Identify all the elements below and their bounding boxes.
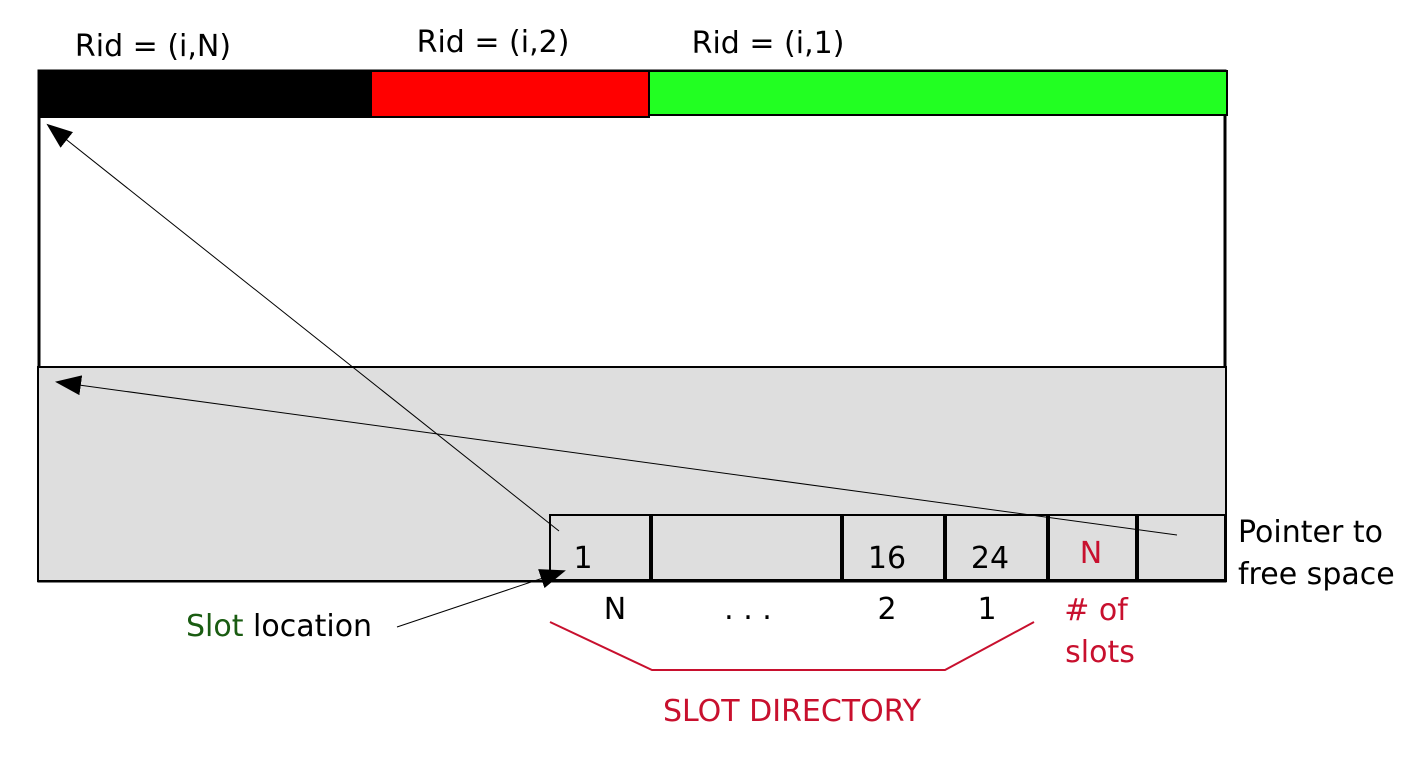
slot-index-ellipsis: . . . [724,592,772,627]
slot-index-2: 2 [877,592,896,627]
slot-location-label: Slot location [186,609,372,644]
record-2-bar [370,70,650,118]
slot-2-offset: 16 [868,541,906,576]
pointer-label-line1: Pointer to [1238,515,1383,550]
free-space-pointer-arrow [55,375,1178,536]
num-slots-value: N [1080,536,1102,571]
slot-location-arrow [396,569,566,628]
slot-index-n: N [604,592,626,627]
record-2-label: Rid = (i,2) [417,25,570,60]
num-slots-label-line1: # of [1064,593,1129,628]
record-n-bar [38,70,372,118]
location-word: location [244,609,373,644]
slot-count-cell [1048,514,1137,581]
slot-index-1: 1 [977,592,996,627]
slot-cell-2 [842,514,945,581]
slot-cell-ellipsis [651,514,842,581]
record-n-label: Rid = (i,N) [75,29,231,64]
pointer-label-line2: free space [1238,557,1395,592]
num-slots-label-line2: slots [1065,635,1135,670]
slot-1-offset: 24 [971,541,1009,576]
slot-n-offset: 1 [573,541,592,576]
slot-directory-brace [549,621,1035,671]
slot-directory-label: SLOT DIRECTORY [663,694,922,729]
slot-cell-1 [945,514,1048,581]
record-1-bar [648,70,1228,116]
slot-word: Slot [186,609,244,644]
free-space-pointer-cell [1137,514,1226,581]
record-1-label: Rid = (i,1) [692,26,845,61]
slot-n-pointer-arrow [46,123,560,532]
slot-cell-n [549,514,651,581]
slot-directory [549,514,1226,581]
